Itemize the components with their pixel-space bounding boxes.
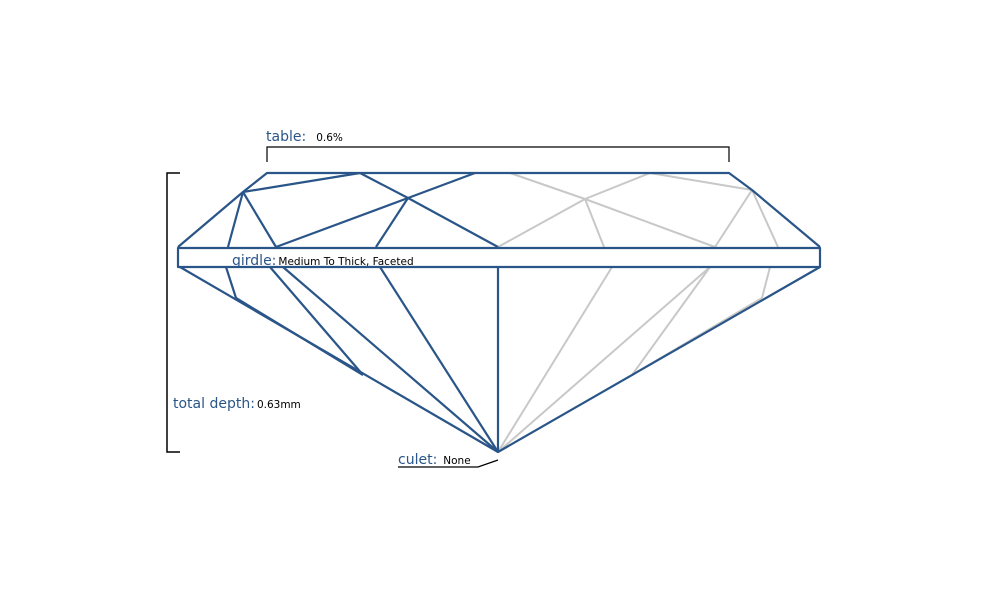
culet-label: culet: None [398,449,471,468]
table-label: table: 0.6% [266,126,343,145]
culet-value: None [443,455,471,467]
total-depth-label: total depth:0.63mm [173,393,301,412]
culet-leader [398,459,499,468]
back-facets [497,172,779,453]
brackets [166,146,730,468]
total-depth-value: 0.63mm [256,399,301,411]
total-depth-key: total depth: [173,396,255,412]
table-bracket [266,146,730,162]
depth-bracket [166,172,180,453]
table-value: 0.6% [316,132,343,144]
girdle-value: Medium To Thick, Faceted [278,256,414,268]
table-key: table: [266,129,307,145]
culet-key: culet: [398,452,438,468]
girdle-label: girdle:Medium To Thick, Faceted [232,250,414,269]
girdle-key: girdle: [232,253,277,269]
front-facets [176,171,822,454]
